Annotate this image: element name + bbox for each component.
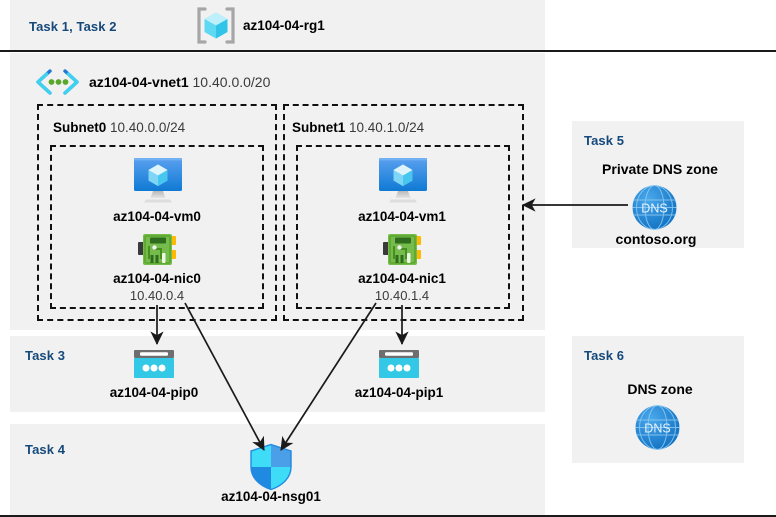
vnet-header: az104-04-vnet1 10.40.0.0/20 <box>89 74 270 90</box>
network-interface-icon <box>381 232 423 268</box>
nic0-name: az104-04-nic0 <box>113 271 201 286</box>
dns-zone-icon: DNS <box>631 184 678 231</box>
subnet1-cidr: 10.40.1.0/24 <box>349 120 425 135</box>
bottom-divider-rule <box>0 515 776 517</box>
vnet-name: az104-04-vnet1 <box>89 74 189 90</box>
private-dns-zone-heading: Private DNS zone <box>602 161 718 177</box>
task-label-1-2: Task 1, Task 2 <box>29 19 117 34</box>
task-label-3: Task 3 <box>25 348 66 363</box>
private-dns-zone-name: contoso.org <box>615 231 697 247</box>
task-label-5: Task 5 <box>584 133 625 148</box>
subnet1-header: Subnet1 10.40.1.0/24 <box>292 120 424 135</box>
network-interface-icon <box>136 232 178 268</box>
nic0-ip: 10.40.0.4 <box>129 288 185 303</box>
resource-group-name: az104-04-rg1 <box>243 18 325 33</box>
virtual-network-icon <box>33 68 82 96</box>
dns-zone-icon: DNS <box>634 404 681 451</box>
subnet1-name: Subnet1 <box>292 120 346 135</box>
subnet1-inner-boundary <box>296 145 510 309</box>
vm0-name: az104-04-vm0 <box>113 209 201 224</box>
subnet0-name: Subnet0 <box>53 120 107 135</box>
public-ip-address-icon <box>378 349 420 380</box>
pip1-name: az104-04-pip1 <box>354 385 444 400</box>
subnet0-cidr: 10.40.0.0/24 <box>110 120 186 135</box>
resource-group-panel <box>10 0 545 50</box>
dns-zone-heading: DNS zone <box>627 381 693 397</box>
vnet-panel <box>10 53 545 330</box>
pip0-name: az104-04-pip0 <box>109 385 199 400</box>
vnet-address-space: 10.40.0.0/20 <box>192 74 271 90</box>
virtual-machine-icon <box>376 156 430 204</box>
network-security-group-icon <box>248 443 294 491</box>
task-label-4: Task 4 <box>25 442 66 457</box>
top-divider-rule <box>0 50 776 52</box>
dns-icon-label: DNS <box>644 422 670 436</box>
public-ip-address-icon <box>133 349 175 380</box>
nsg-name: az104-04-nsg01 <box>221 489 321 504</box>
subnet1-boundary <box>283 104 524 321</box>
dns-icon-label: DNS <box>641 202 667 216</box>
task-label-6: Task 6 <box>584 348 625 363</box>
nic1-ip: 10.40.1.4 <box>374 288 430 303</box>
vm1-name: az104-04-vm1 <box>358 209 446 224</box>
resource-group-icon <box>196 7 236 44</box>
subnet0-header: Subnet0 10.40.0.0/24 <box>53 120 185 135</box>
task3-panel <box>10 336 545 412</box>
nic1-name: az104-04-nic1 <box>358 271 446 286</box>
virtual-machine-icon <box>131 156 185 204</box>
